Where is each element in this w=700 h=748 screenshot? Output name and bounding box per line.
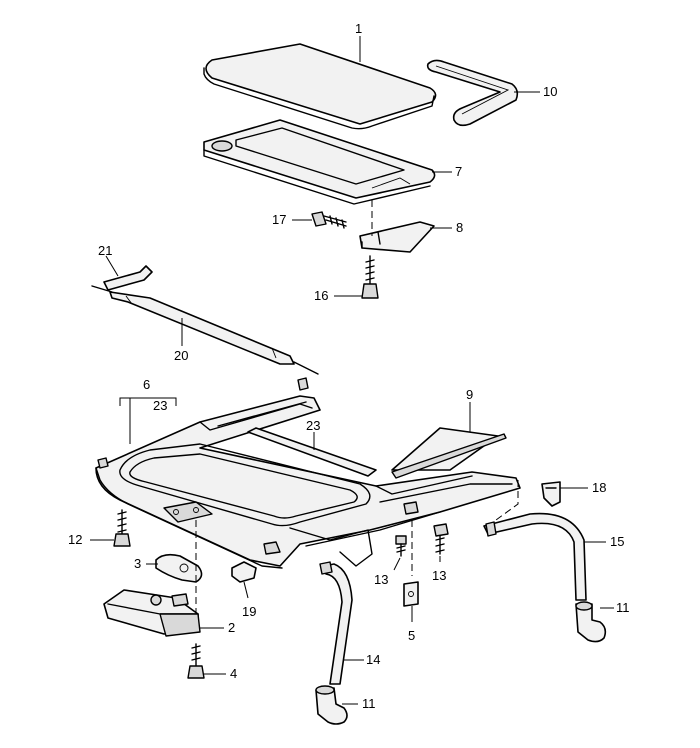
callout-11-lower: 11 [362,696,376,711]
callout-16: 16 [314,288,328,303]
part-14-drain-hose [319,561,353,685]
callout-17: 17 [272,212,286,227]
part-4-bolt [187,643,205,679]
callout-19: 19 [242,604,256,619]
callout-6: 6 [143,377,150,392]
callout-2: 2 [228,620,235,635]
callout-4: 4 [230,666,237,681]
part-7-inner-frame [203,119,436,205]
leader-lines [90,36,614,705]
assembly-line [495,480,519,521]
callout-10: 10 [543,84,557,99]
callout-1: 1 [355,21,362,36]
part-17-screw [311,211,347,229]
part-23-seal-strip [247,427,377,477]
callout-8: 8 [456,220,463,235]
part-9-deflector [391,427,507,479]
part-20-rail [91,285,319,375]
part-11-elbow-lower [315,685,348,725]
part-13-bolt-left [395,535,407,557]
callout-18: 18 [592,480,606,495]
part-18-clip [541,481,561,507]
part-15-drain-hose [483,512,587,601]
callout-14: 14 [366,652,380,667]
part-12-bolt [113,509,131,547]
callout-7: 7 [455,164,462,179]
callout-20: 20 [174,348,188,363]
part-11-elbow-upper [575,601,607,643]
part-10-seal-strip [426,59,519,127]
part-21-clip [103,265,153,291]
callout-13-right: 13 [432,568,446,583]
part-8-bracket [359,221,435,253]
main-cassette-frame [95,377,521,569]
callout-numbers: 1 10 7 17 8 21 16 20 6 23 9 23 18 12 15 … [68,21,630,711]
callout-23-seal: 23 [306,418,320,433]
callout-13-left: 13 [374,572,388,587]
callout-11-upper: 11 [616,600,630,615]
callout-5: 5 [408,628,415,643]
part-13-bolt-right [433,523,449,555]
callout-3: 3 [134,556,141,571]
part-16-bolt [361,255,379,299]
part-5-clip [403,581,419,607]
callout-21: 21 [98,243,112,258]
part-2-drive-motor [103,589,201,637]
part-19-clip [231,561,257,583]
callout-12: 12 [68,532,82,547]
part-1-glass-panel [203,43,437,130]
callout-9: 9 [466,387,473,402]
part-3-plate [155,553,203,583]
callout-15: 15 [610,534,624,549]
callout-23-group: 23 [153,398,167,413]
